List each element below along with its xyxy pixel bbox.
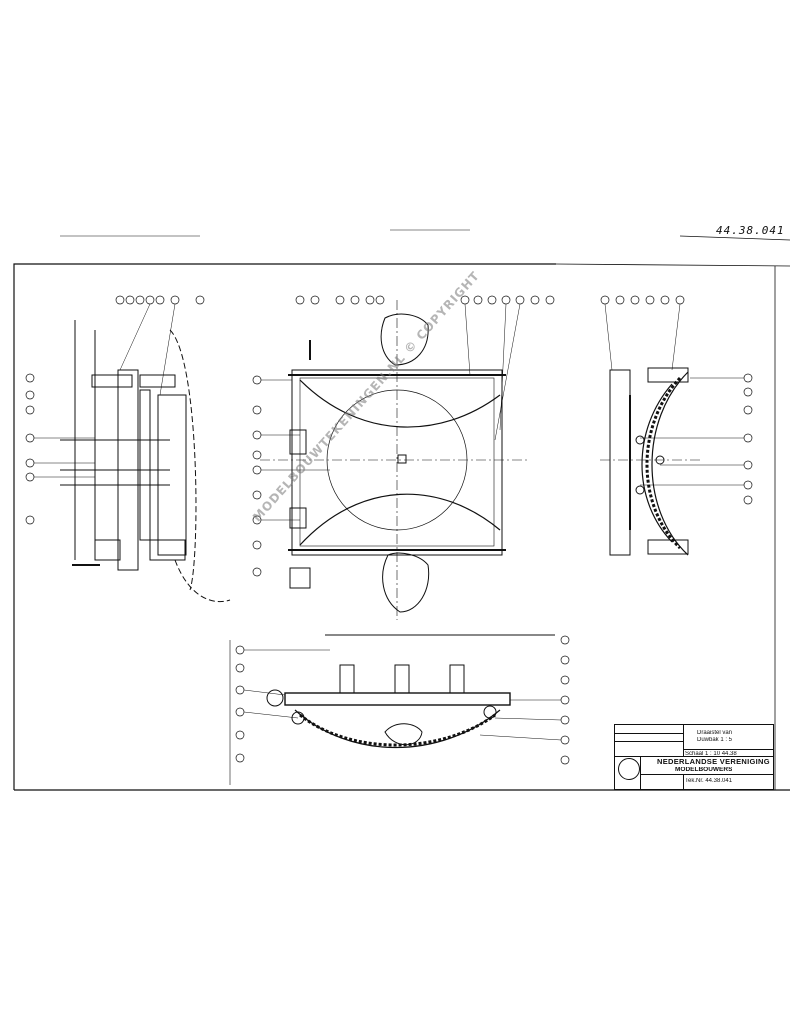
title-block: Draaistel van Duwbak 1 : 5 Schaal 1 : 10… [614,724,774,790]
association-name-1: NEDERLANDSE VERENIGING [657,758,770,766]
side-view-left [25,295,231,603]
title-block-subject-2: Duwbak 1 : 5 [697,737,733,743]
sheet-border [13,229,791,791]
title-block-scale: Schaal 1 : 10 44.38 [685,751,737,757]
title-block-subject-1: Draaistel van [697,730,733,736]
plan-view-center [252,295,555,620]
association-seal [618,758,640,780]
title-block-drawing-ref: Tek.Nr. 44.38.041 [685,778,733,784]
drawing-number: 44.38.041 [716,224,785,237]
association-name-2: MODELBOUWERS [675,767,733,773]
end-view-right [600,295,753,556]
section-view-bottom [229,634,570,785]
